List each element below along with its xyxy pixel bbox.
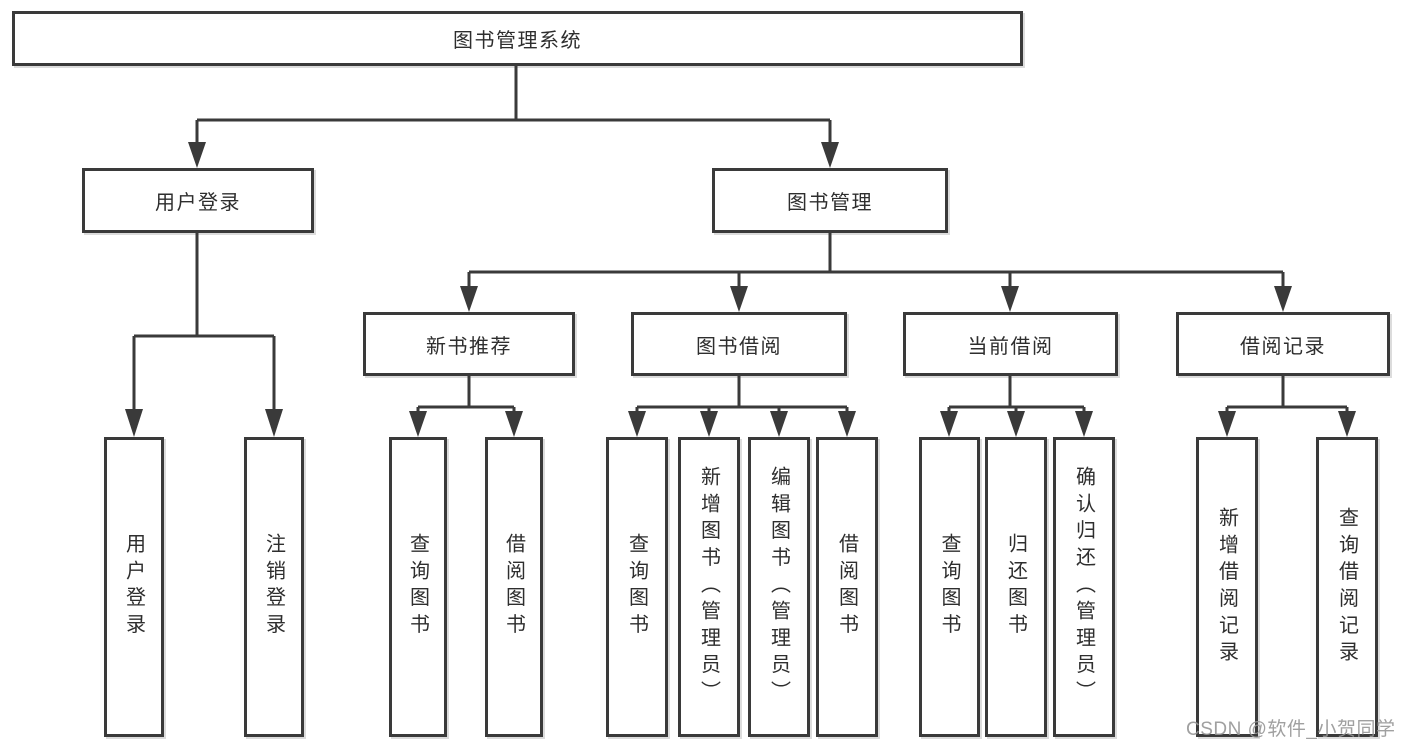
node-book-borrow: 图书借阅 (631, 312, 847, 376)
arrowhead (265, 409, 283, 437)
leaf-record-query-borrow-record: 查询借阅记录 (1316, 437, 1378, 737)
edge-book-borrow-to-leaves (628, 376, 856, 437)
leaf-current-query-books: 查询图书 (919, 437, 980, 737)
arrowhead (838, 411, 856, 437)
leaf-record-add-borrow-record: 新增借阅记录 (1196, 437, 1258, 737)
leaf-rec-query-books: 查询图书 (389, 437, 447, 737)
edge-borrow-record-to-leaves (1218, 376, 1356, 437)
arrowhead (1338, 411, 1356, 437)
arrowhead (730, 286, 748, 312)
arrowhead (409, 411, 427, 437)
node-root: 图书管理系统 (12, 11, 1023, 66)
node-user-login: 用户登录 (82, 168, 314, 233)
arrowhead (1274, 286, 1292, 312)
node-current-borrow: 当前借阅 (903, 312, 1118, 376)
arrowhead (1001, 286, 1019, 312)
node-book-mgmt: 图书管理 (712, 168, 948, 233)
leaf-borrow-add-books-admin: 新增图书（管理员） (678, 437, 740, 737)
arrowhead (628, 411, 646, 437)
arrowhead (821, 142, 839, 168)
edge-current-borrow-to-leaves (940, 376, 1093, 437)
leaf-current-confirm-return-admin: 确认归还（管理员） (1053, 437, 1115, 737)
leaf-rec-borrow-books: 借阅图书 (485, 437, 543, 737)
watermark: CSDN @软件_小贺同学 (1186, 719, 1396, 740)
arrowhead (1075, 411, 1093, 437)
arrowhead (460, 286, 478, 312)
leaf-borrow-query-books: 查询图书 (606, 437, 668, 737)
node-borrow-record: 借阅记录 (1176, 312, 1390, 376)
leaf-current-return-books: 归还图书 (985, 437, 1047, 737)
leaf-borrow-borrow-books: 借阅图书 (816, 437, 878, 737)
arrowhead (188, 142, 206, 168)
arrowhead (770, 411, 788, 437)
arrowhead (940, 411, 958, 437)
arrowhead (700, 411, 718, 437)
node-new-book-rec: 新书推荐 (363, 312, 575, 376)
edge-new-book-rec-to-leaves (409, 376, 523, 437)
leaf-borrow-edit-books-admin: 编辑图书（管理员） (748, 437, 810, 737)
edge-user-login-to-leaves (125, 233, 283, 437)
arrowhead (1218, 411, 1236, 437)
leaf-logout: 注销登录 (244, 437, 304, 737)
arrowhead (505, 411, 523, 437)
edge-root-to-level2 (188, 66, 839, 168)
arrowhead (1007, 411, 1025, 437)
leaf-user-login: 用户登录 (104, 437, 164, 737)
edge-book-mgmt-to-level3 (460, 233, 1292, 312)
arrowhead (125, 409, 143, 437)
